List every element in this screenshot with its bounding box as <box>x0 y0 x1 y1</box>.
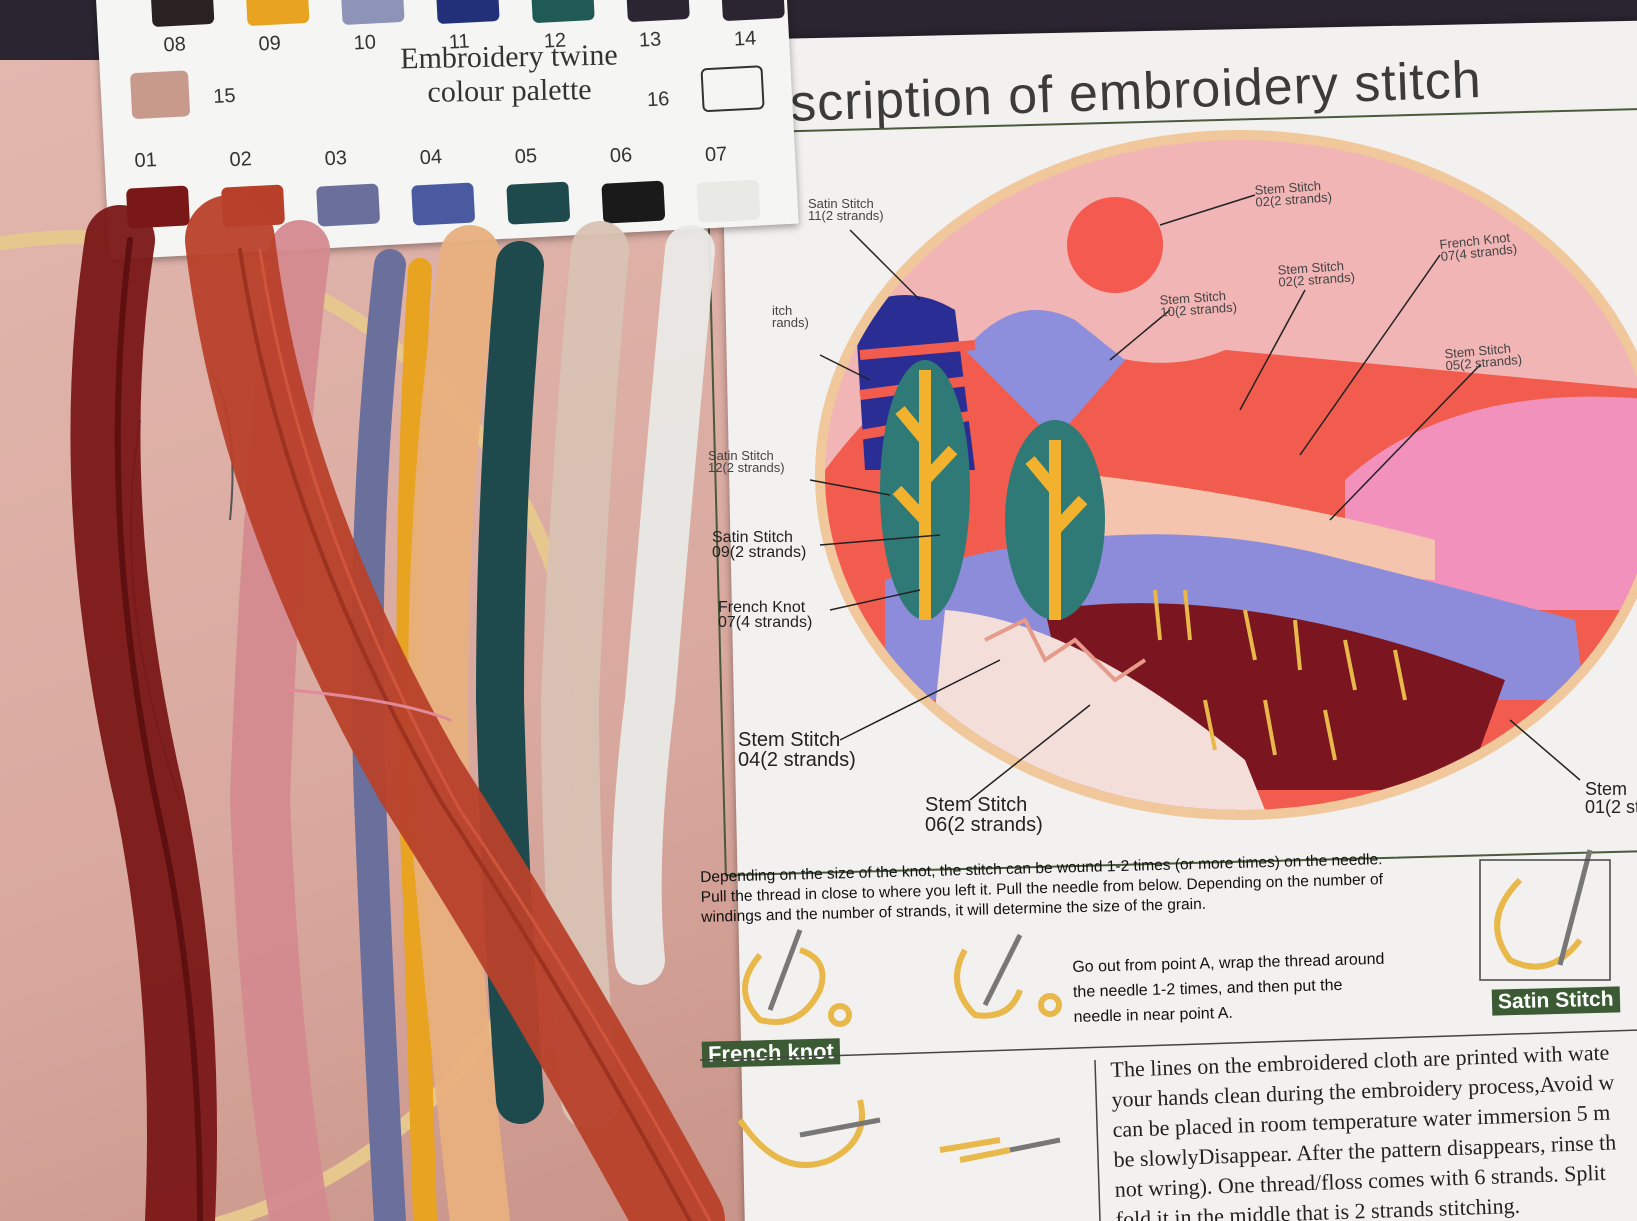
label-satin-stitch-12: Satin Stitch 12(2 strands) <box>708 448 785 475</box>
label-partial-stitch: itch rands) <box>772 303 809 330</box>
label-stem-stitch-04: Stem Stitch 04(2 strands) <box>738 729 856 771</box>
label-stem-stitch-06: Stem Stitch 06(2 strands) <box>925 794 1043 836</box>
label-french-knot-07b: French Knot 07(4 strands) <box>718 599 813 631</box>
label-satin-stitch-09: Satin Stitch 09(2 strands) <box>712 529 807 561</box>
embroidery-illustration <box>815 130 1637 820</box>
label-satin-stitch-11: Satin Stitch 11(2 strands) <box>808 196 884 223</box>
label-stem-stitch-01: Stem 01(2 st <box>1585 779 1637 817</box>
